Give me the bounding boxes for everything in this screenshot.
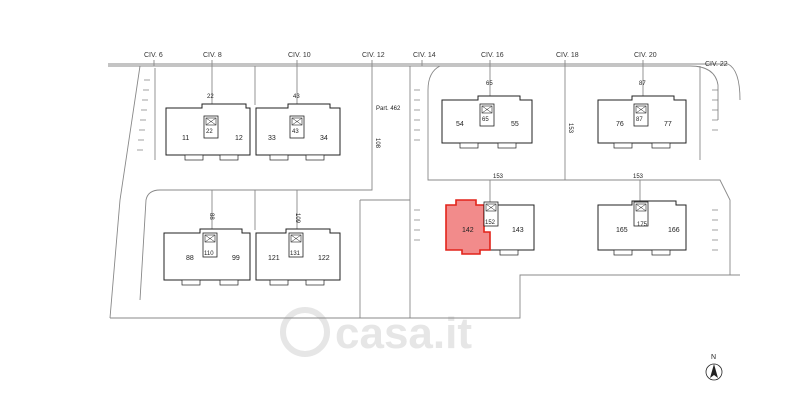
street-label-civ6: CIV. 6 (144, 52, 163, 59)
unit-label-88: 88 (186, 255, 194, 262)
unit-label-12: 12 (235, 135, 243, 142)
core-label-43: 43 (292, 129, 299, 135)
building-54-55: 54 55 65 (441, 95, 533, 149)
core-label-65: 65 (482, 117, 489, 123)
unit-label-76: 76 (616, 121, 624, 128)
building-11-12: 11 12 22 (165, 103, 251, 161)
street-tick-marks (153, 60, 644, 66)
unit-label-121: 121 (268, 255, 280, 262)
building-165-166: 165 166 175 (597, 200, 687, 256)
street-label-civ22: CIV. 22 (705, 61, 728, 68)
access-label-153a: 153 (493, 174, 504, 180)
unit-label-11: 11 (182, 135, 189, 142)
core-label-87: 87 (636, 117, 643, 123)
core-label-131: 131 (290, 251, 301, 257)
street-label-civ20: CIV. 20 (634, 52, 657, 59)
street-label-civ16: CIV. 16 (481, 52, 504, 59)
unit-label-54: 54 (456, 121, 464, 128)
access-label-22: 22 (207, 94, 214, 100)
street-label-civ18: CIV. 18 (556, 52, 579, 59)
core-label-110: 110 (204, 251, 214, 257)
core-label-152: 152 (485, 220, 496, 226)
building-33-34: 33 34 43 (255, 103, 341, 161)
left-block-roads: 22 43 88 109 108 Part. 462 (139, 66, 401, 301)
unit-label-165: 165 (616, 227, 628, 234)
north-arrow: N (705, 354, 723, 381)
unit-label-143: 143 (512, 227, 524, 234)
highlighted-unit-142[interactable] (445, 199, 491, 255)
vertical-road-label-153: 153 (567, 123, 573, 134)
access-label-43: 43 (293, 94, 300, 100)
left-lot (109, 65, 740, 319)
street-label-civ10: CIV. 10 (288, 52, 311, 59)
watermark-text: casa.it (335, 309, 472, 358)
street-labels: CIV. 6 CIV. 8 CIV. 10 CIV. 12 CIV. 14 CI… (144, 52, 728, 68)
top-road (108, 63, 741, 120)
access-label-87: 87 (639, 81, 646, 87)
unit-label-99: 99 (232, 255, 240, 262)
unit-label-33: 33 (268, 135, 276, 142)
unit-label-55: 55 (511, 121, 519, 128)
unit-label-166: 166 (668, 227, 680, 234)
core-label-175: 175 (637, 222, 648, 228)
street-label-civ8: CIV. 8 (203, 52, 222, 59)
building-88-99: 88 99 110 (163, 228, 251, 286)
unit-label-34: 34 (320, 135, 328, 142)
north-label: N (711, 354, 716, 361)
building-121-122: 121 122 131 (255, 228, 341, 286)
building-76-77: 76 77 87 (597, 95, 687, 149)
access-label-88: 88 (208, 213, 214, 220)
parcel-462 (359, 66, 411, 318)
vertical-road-label-108: 108 (374, 138, 380, 149)
access-label-153b: 153 (633, 174, 644, 180)
building-142-143: 142 143 152 (445, 199, 535, 256)
core-label-22: 22 (206, 129, 213, 135)
street-label-civ14: CIV. 14 (413, 52, 436, 59)
unit-label-122: 122 (318, 255, 330, 262)
access-label-109: 109 (294, 213, 300, 224)
unit-label-142: 142 (462, 227, 474, 234)
watermark: casa.it (280, 307, 472, 358)
unit-label-77: 77 (664, 121, 672, 128)
street-label-civ12: CIV. 12 (362, 52, 385, 59)
parcel-label: Part. 462 (376, 106, 401, 112)
access-label-65: 65 (486, 81, 493, 87)
